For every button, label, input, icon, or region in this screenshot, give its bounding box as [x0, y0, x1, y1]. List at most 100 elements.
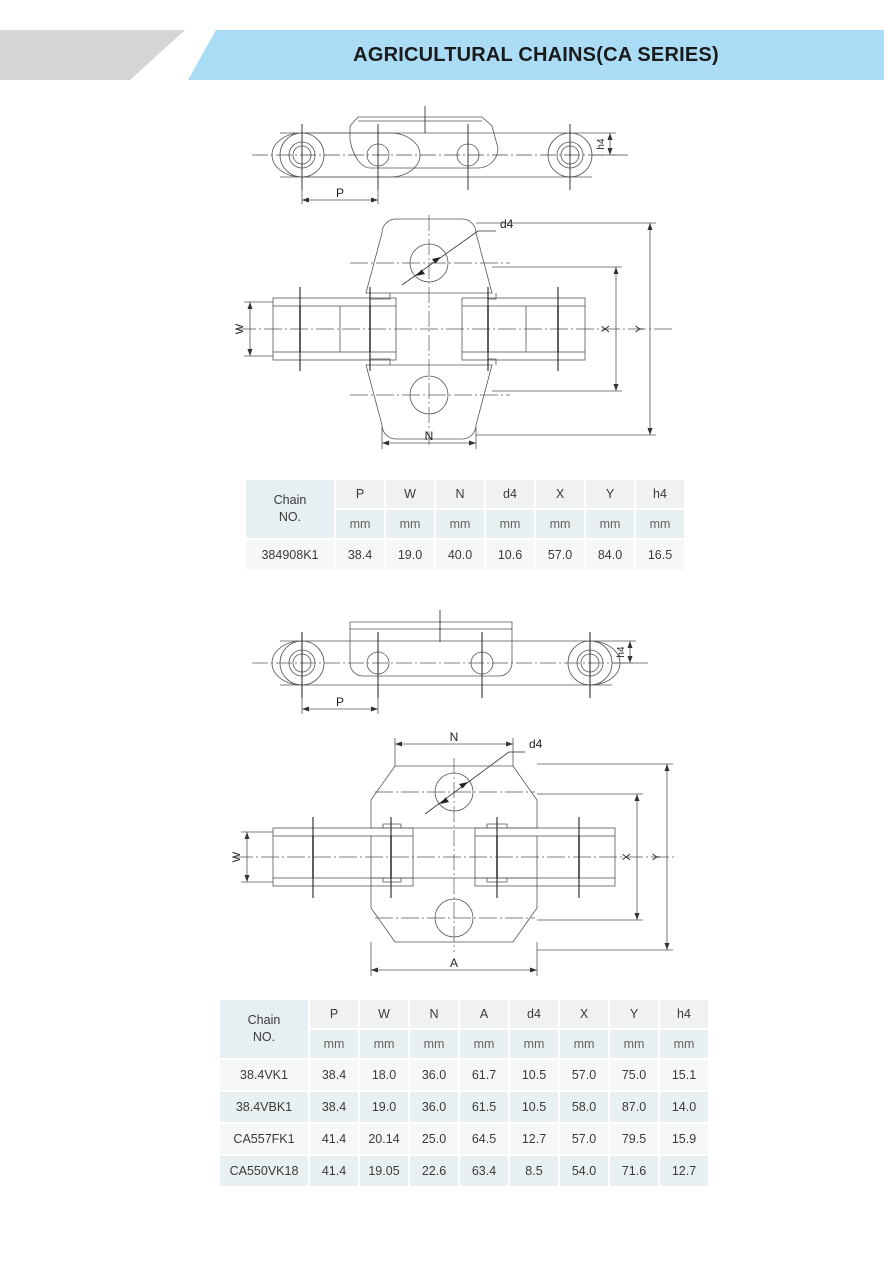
dim-label-p: P	[336, 186, 344, 200]
cell-d4: 12.7	[510, 1124, 558, 1154]
col-header-w: W	[360, 1000, 408, 1028]
cell-p: 41.4	[310, 1124, 358, 1154]
table-row: CA550VK18 41.4 19.05 22.6 63.4 8.5 54.0 …	[220, 1156, 708, 1186]
table-row: 38.4VK1 38.4 18.0 36.0 61.7 10.5 57.0 75…	[220, 1060, 708, 1090]
col-unit-n: mm	[436, 510, 484, 538]
header-blue-banner	[188, 30, 884, 80]
cell-a: 61.5	[460, 1092, 508, 1122]
cell-w: 19.0	[360, 1092, 408, 1122]
page-title: AGRICULTURAL CHAINS(CA SERIES)	[353, 43, 719, 66]
col-unit-y: mm	[586, 510, 634, 538]
cell-y: 71.6	[610, 1156, 658, 1186]
cell-w: 19.0	[386, 540, 434, 570]
cell-y: 75.0	[610, 1060, 658, 1090]
cell-chain-no: CA557FK1	[220, 1124, 308, 1154]
col-unit-h4: mm	[660, 1030, 708, 1058]
col-unit-h4: mm	[636, 510, 684, 538]
cell-y: 87.0	[610, 1092, 658, 1122]
drawing-k1-side-view: P h4	[250, 100, 630, 210]
col-header-h4: h4	[636, 480, 684, 508]
cell-n: 36.0	[410, 1060, 458, 1090]
dim-label-p: P	[336, 695, 344, 709]
dim-label-x: X	[600, 325, 612, 333]
dim-label-w: W	[234, 323, 246, 334]
cell-a: 64.5	[460, 1124, 508, 1154]
dim-label-h4: h4	[616, 646, 627, 658]
cell-chain-no: 384908K1	[246, 540, 334, 570]
col-unit-n: mm	[410, 1030, 458, 1058]
col-unit-w: mm	[386, 510, 434, 538]
cell-h4: 15.1	[660, 1060, 708, 1090]
dim-label-d4: d4	[500, 217, 514, 231]
cell-a: 61.7	[460, 1060, 508, 1090]
col-header-h4: h4	[660, 1000, 708, 1028]
cell-n: 25.0	[410, 1124, 458, 1154]
cell-x: 58.0	[560, 1092, 608, 1122]
cell-x: 54.0	[560, 1156, 608, 1186]
cell-y: 84.0	[586, 540, 634, 570]
col-header-a: A	[460, 1000, 508, 1028]
cell-h4: 12.7	[660, 1156, 708, 1186]
cell-p: 38.4	[336, 540, 384, 570]
col-unit-w: mm	[360, 1030, 408, 1058]
col-header-x: X	[536, 480, 584, 508]
dim-label-d4: d4	[529, 737, 543, 751]
header-gray-tab	[0, 30, 185, 80]
col-header-y: Y	[610, 1000, 658, 1028]
col-header-d4: d4	[486, 480, 534, 508]
table-row: 384908K1 38.4 19.0 40.0 10.6 57.0 84.0 1…	[246, 540, 684, 570]
page-header: AGRICULTURAL CHAINS(CA SERIES)	[0, 30, 884, 80]
cell-a: 63.4	[460, 1156, 508, 1186]
col-unit-x: mm	[560, 1030, 608, 1058]
col-header-n: N	[436, 480, 484, 508]
cell-w: 18.0	[360, 1060, 408, 1090]
cell-w: 20.14	[360, 1124, 408, 1154]
cell-n: 40.0	[436, 540, 484, 570]
cell-d4: 8.5	[510, 1156, 558, 1186]
col-unit-x: mm	[536, 510, 584, 538]
cell-chain-no: 38.4VK1	[220, 1060, 308, 1090]
dim-label-x: X	[621, 853, 633, 861]
cell-x: 57.0	[536, 540, 584, 570]
cell-chain-no: CA550VK18	[220, 1156, 308, 1186]
cell-n: 22.6	[410, 1156, 458, 1186]
dim-label-y: Y	[634, 325, 646, 333]
table-header-units: mm mm mm mm mm mm mm mm	[220, 1030, 708, 1058]
col-unit-d4: mm	[486, 510, 534, 538]
col-header-n: N	[410, 1000, 458, 1028]
dim-label-y: Y	[651, 853, 663, 861]
dim-label-n: N	[450, 730, 459, 744]
table-row: 38.4VBK1 38.4 19.0 36.0 61.5 10.5 58.0 8…	[220, 1092, 708, 1122]
cell-h4: 14.0	[660, 1092, 708, 1122]
cell-w: 19.05	[360, 1156, 408, 1186]
dim-label-a: A	[450, 956, 458, 970]
cell-d4: 10.5	[510, 1060, 558, 1090]
drawing-k1-plan-view: d4 W N X Y	[230, 205, 680, 455]
cell-n: 36.0	[410, 1092, 458, 1122]
col-header-d4: d4	[510, 1000, 558, 1028]
cell-x: 57.0	[560, 1124, 608, 1154]
cell-y: 79.5	[610, 1124, 658, 1154]
col-unit-p: mm	[336, 510, 384, 538]
table-row: CA557FK1 41.4 20.14 25.0 64.5 12.7 57.0 …	[220, 1124, 708, 1154]
col-unit-a: mm	[460, 1030, 508, 1058]
col-unit-y: mm	[610, 1030, 658, 1058]
col-header-p: P	[310, 1000, 358, 1028]
col-header-p: P	[336, 480, 384, 508]
dim-label-n: N	[425, 429, 434, 443]
cell-d4: 10.5	[510, 1092, 558, 1122]
col-header-y: Y	[586, 480, 634, 508]
col-unit-p: mm	[310, 1030, 358, 1058]
cell-d4: 10.6	[486, 540, 534, 570]
cell-h4: 15.9	[660, 1124, 708, 1154]
col-header-x: X	[560, 1000, 608, 1028]
cell-h4: 16.5	[636, 540, 684, 570]
cell-chain-no: 38.4VBK1	[220, 1092, 308, 1122]
dim-label-h4: h4	[596, 138, 607, 150]
col-header-w: W	[386, 480, 434, 508]
